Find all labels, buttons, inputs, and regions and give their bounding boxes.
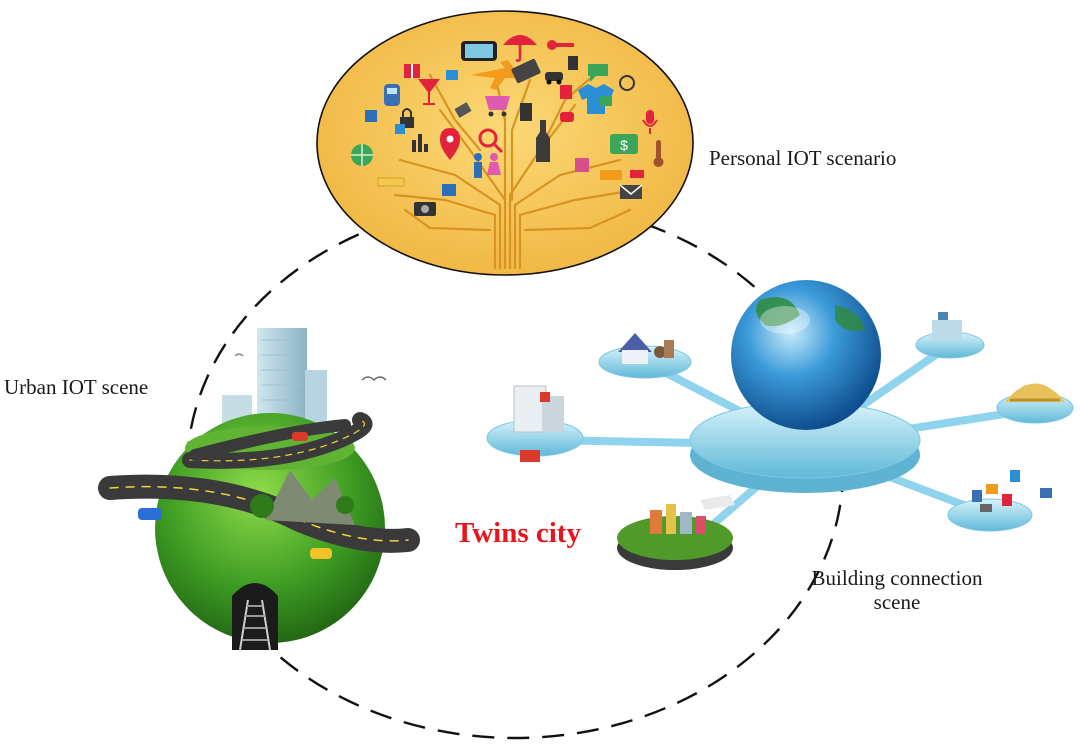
- microphone-icon: [642, 110, 658, 134]
- train-icon: [384, 84, 400, 106]
- keyboard-icon: [511, 58, 541, 84]
- magnifier-icon: [478, 128, 504, 154]
- people-icon: [474, 153, 501, 178]
- personal-iot-oval: $: [316, 10, 694, 276]
- central-globe: [731, 280, 881, 430]
- pad-mini-city: [617, 495, 735, 570]
- pad-factory: [915, 312, 985, 359]
- globe-icon: [351, 144, 373, 166]
- car-icon: [545, 72, 563, 85]
- shopping-cart-icon: [485, 96, 510, 117]
- umbrella-icon: [503, 35, 537, 62]
- city-towers: [222, 328, 327, 435]
- pad-house: [598, 333, 692, 379]
- tshirt-icon: [578, 84, 614, 114]
- pad-hospital: [486, 385, 584, 462]
- lock-icon: [400, 108, 414, 128]
- pad-devices: [947, 470, 1052, 532]
- chart-icon: [412, 134, 428, 152]
- wine-bottle-icon: [536, 120, 550, 162]
- plane-icon: [470, 60, 525, 90]
- cocktail-icon: [418, 79, 440, 105]
- car-blue: [138, 508, 162, 520]
- compass-icon: [619, 75, 635, 91]
- urban-iot-label: Urban IOT scene: [4, 375, 149, 399]
- car-yellow: [310, 548, 332, 559]
- thermometer-icon: [653, 140, 664, 167]
- mail-icon: [619, 184, 643, 199]
- dollar-icon: $: [610, 134, 638, 154]
- chat-bubble-icon: [588, 64, 608, 82]
- car-red: [292, 432, 308, 441]
- phone-icon: [461, 41, 497, 61]
- camera-icon: [414, 202, 436, 216]
- personal-iot-label: Personal IOT scenario: [709, 146, 897, 170]
- building-connection-network: [486, 280, 1074, 570]
- key-icon: [547, 40, 574, 50]
- urban-iot-sphere: [98, 328, 420, 651]
- map-pin-icon: [440, 128, 460, 160]
- twins-city-title: Twins city: [455, 517, 581, 549]
- svg-text:$: $: [620, 137, 628, 153]
- gift-icon: [404, 64, 420, 78]
- tunnel-rail: [232, 583, 278, 651]
- pad-farm: [996, 383, 1074, 424]
- building-connection-label: Building connection scene: [811, 566, 983, 614]
